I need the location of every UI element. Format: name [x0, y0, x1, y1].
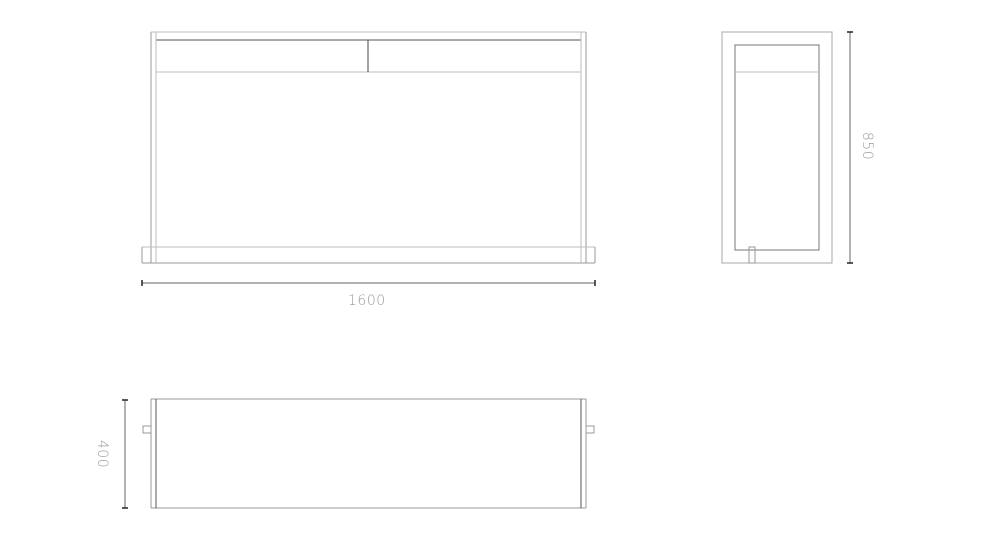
width-dimension-line: [141, 280, 596, 286]
height-dimension-line: [847, 31, 853, 264]
depth-dimension-label: 400: [94, 439, 111, 469]
side-view: [721, 31, 833, 264]
depth-dimension-line: [122, 399, 128, 509]
width-dimension-label: 1600: [348, 293, 386, 309]
front-view: [141, 31, 596, 264]
height-dimension-label: 850: [859, 131, 876, 161]
top-view: [142, 398, 595, 509]
